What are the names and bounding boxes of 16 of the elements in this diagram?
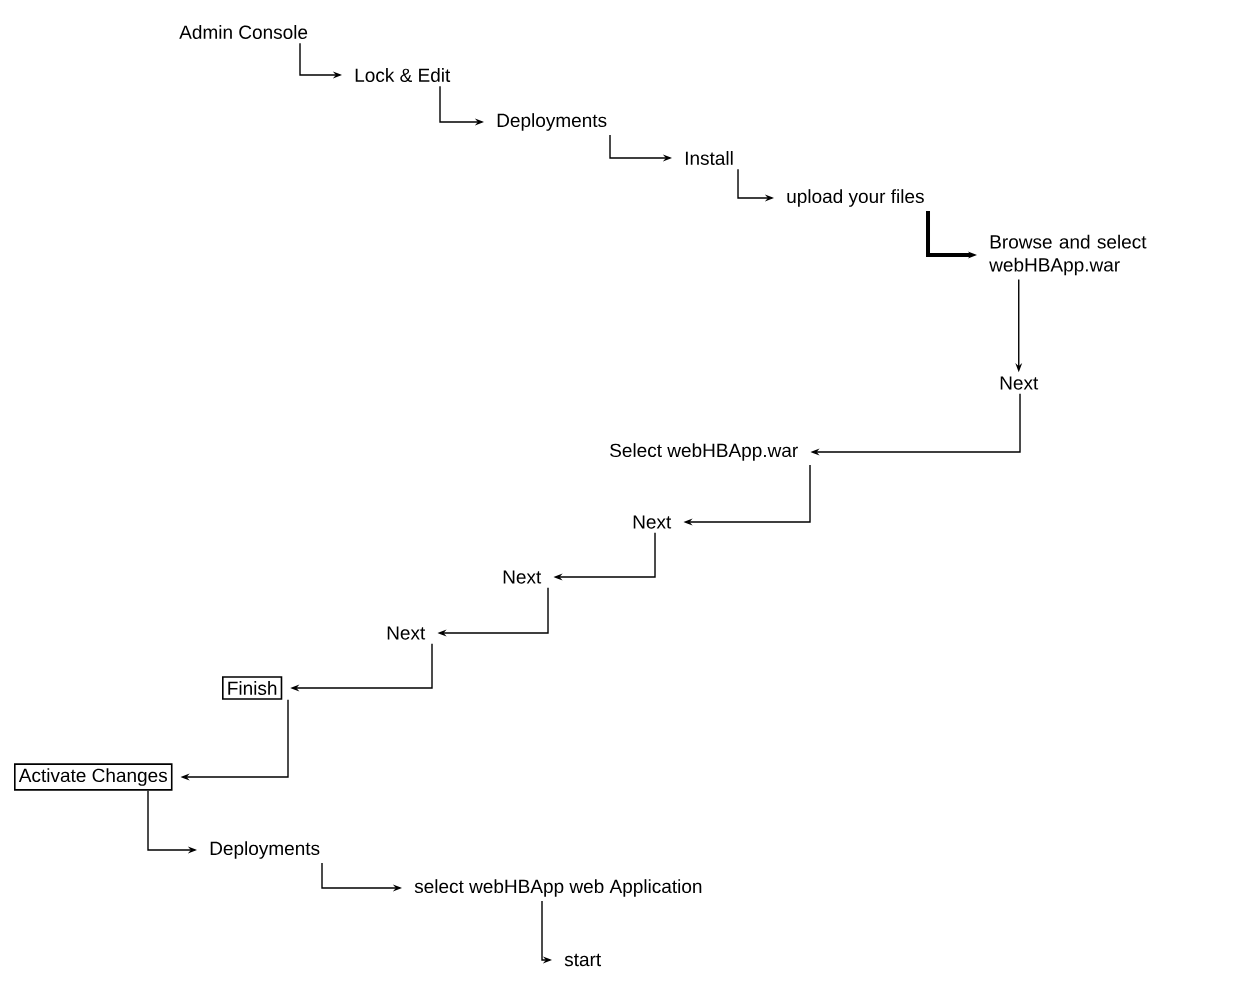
step-text: Next — [1000, 376, 1039, 390]
step-text: Deployments — [210, 841, 320, 859]
step-text: Next — [633, 515, 672, 529]
step-text: Next — [503, 570, 542, 584]
step-text: Next — [387, 626, 426, 640]
step-text: start — [564, 953, 601, 967]
step-box: Activate Changes — [14, 763, 173, 791]
step-text: Admin Console — [179, 25, 308, 39]
step-text: Lock & Edit — [355, 68, 451, 82]
step-box: Finish — [222, 676, 283, 700]
step-text: select webHBApp web Application — [414, 879, 702, 897]
step-text: upload your files — [787, 189, 924, 207]
step-text: Deployments — [497, 113, 607, 131]
step-text: Install — [685, 151, 733, 165]
step-text: Browse and select webHBApp.war — [989, 234, 1147, 276]
step-text: Select webHBApp.war — [610, 443, 798, 461]
